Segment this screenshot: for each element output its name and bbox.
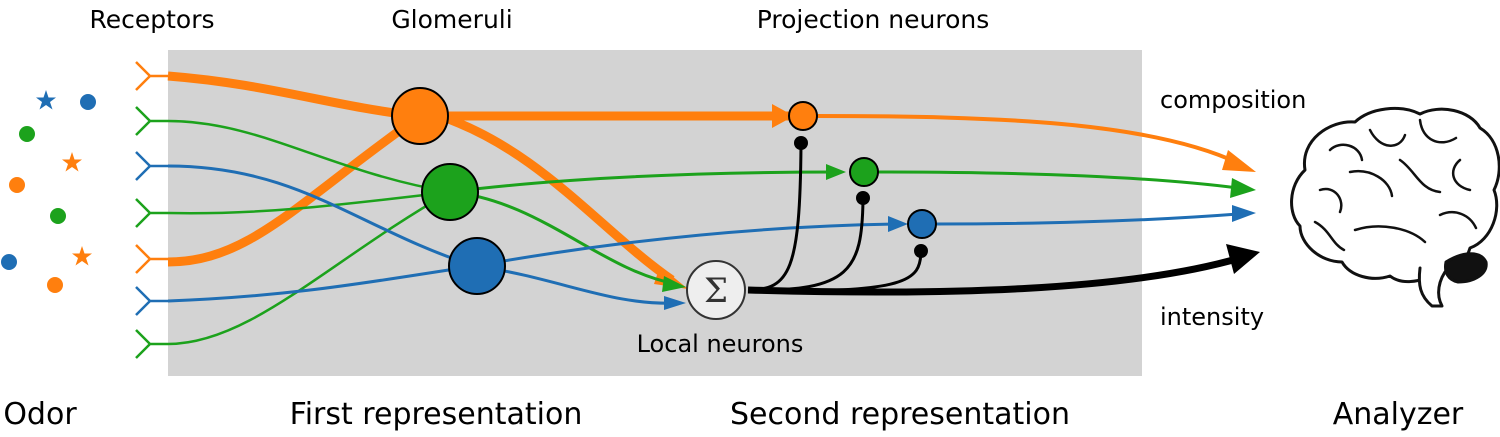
intensity-label: intensity — [1160, 303, 1264, 331]
glomerulus-green — [421, 163, 479, 221]
local-neurons-label: Local neurons — [637, 330, 804, 358]
glomerulus-blue — [448, 237, 506, 295]
inhibitory-synapse-blue — [914, 244, 928, 258]
fiber-green-2 — [167, 190, 451, 215]
receptor-1 — [135, 61, 168, 91]
inhibitory-connections — [747, 144, 923, 293]
orange-to-analyzer — [814, 114, 1239, 165]
inhibitory-synapse-green — [856, 191, 870, 205]
fiber-blue-2 — [167, 264, 476, 303]
projection-neuron-green — [849, 157, 879, 187]
glomerulus-orange — [391, 87, 449, 145]
green-to-projection — [449, 170, 839, 194]
fiber-green-3 — [167, 190, 451, 346]
projection-neuron-blue — [907, 209, 937, 239]
receptors-label: Receptors — [89, 5, 214, 34]
green-to-analyzer — [877, 170, 1239, 190]
inhibition-blue — [747, 251, 923, 293]
analyzer-inputs — [747, 114, 1260, 296]
receptor-7 — [135, 329, 168, 359]
blue-to-projection — [474, 222, 901, 268]
receptor-fibers — [167, 71, 476, 346]
projection-neurons-label: Projection neurons — [757, 5, 990, 34]
projection-neuron-orange — [788, 101, 818, 131]
intensity-to-analyzer — [747, 254, 1241, 296]
fiber-blue-1 — [167, 164, 476, 268]
fiber-orange-2 — [167, 112, 423, 267]
fiber-orange-1 — [167, 71, 419, 121]
receptor-6 — [135, 286, 168, 316]
sum-symbol: Σ — [704, 271, 728, 311]
inhibitory-synapse-orange — [794, 136, 808, 150]
brain-icon — [1290, 107, 1500, 308]
green-to-local — [449, 190, 677, 286]
receptor-forks — [135, 61, 168, 359]
receptor-2 — [135, 106, 168, 136]
receptor-4 — [135, 198, 168, 228]
analyzer-label: Analyzer — [1333, 397, 1464, 432]
glomeruli-outputs — [420, 104, 908, 310]
blue-to-analyzer — [934, 212, 1239, 226]
first-representation-label: First representation — [290, 397, 583, 432]
odor-label: Odor — [3, 397, 77, 432]
receptor-3 — [135, 151, 168, 181]
local-neuron-sum-node — [686, 260, 746, 320]
fiber-green-1 — [167, 119, 451, 194]
composition-label: composition — [1160, 86, 1306, 114]
orange-to-local — [438, 111, 675, 284]
second-representation-label: Second representation — [730, 397, 1070, 432]
receptor-5 — [135, 244, 168, 274]
glomeruli-label: Glomeruli — [391, 5, 512, 34]
odor-molecules-icon — [1, 90, 96, 293]
